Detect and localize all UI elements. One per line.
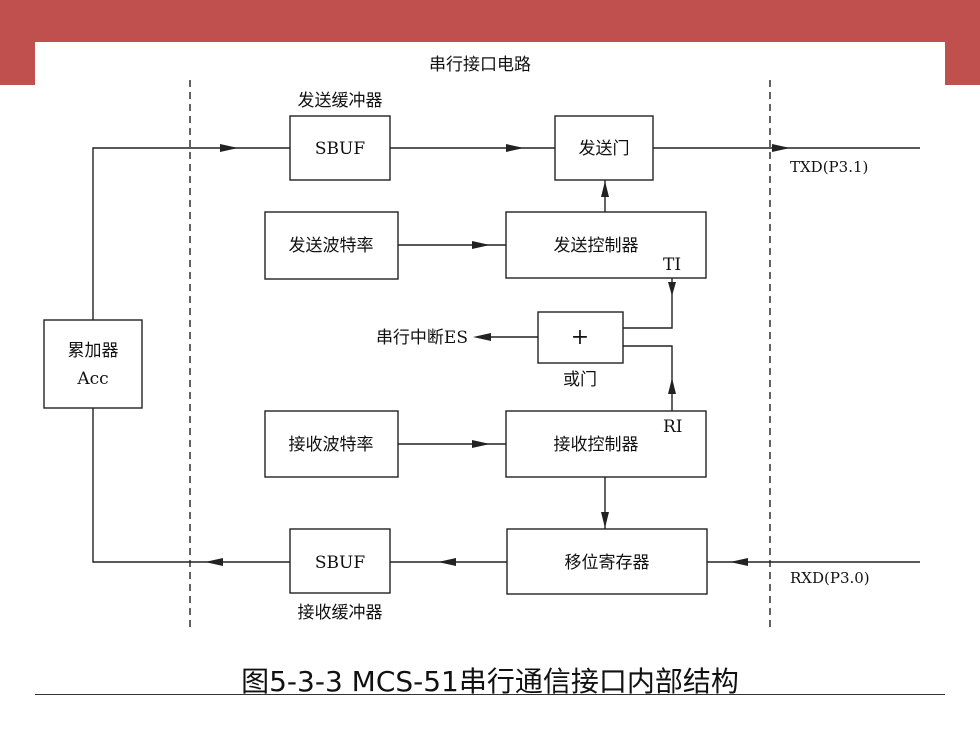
arrowhead bbox=[472, 241, 490, 249]
tx-controller-box bbox=[505, 211, 707, 279]
arrowhead bbox=[668, 282, 676, 296]
rx-buffer-title: 接收缓冲器 bbox=[298, 603, 383, 623]
shift-register-box bbox=[506, 528, 708, 595]
figure-caption: 图5-3-3 MCS-51串行通信接口内部结构 bbox=[241, 665, 739, 698]
arrowhead bbox=[205, 558, 223, 566]
or-gate-label: 或门 bbox=[563, 370, 597, 390]
ri-wire bbox=[623, 345, 673, 411]
rxd-label: RXD(P3.0) bbox=[790, 569, 870, 587]
shift-register-label: 移位寄存器 bbox=[565, 553, 650, 573]
tx-sbuf-label: SBUF bbox=[315, 139, 365, 159]
rx-sbuf-label: SBUF bbox=[315, 553, 365, 573]
region-title: 串行接口电路 bbox=[429, 55, 531, 75]
arrowhead bbox=[472, 440, 490, 448]
tx-baud-label: 发送波特率 bbox=[289, 236, 374, 256]
arrowhead bbox=[438, 558, 456, 566]
tx-gate-box bbox=[554, 115, 654, 181]
serial-interface-diagram: 串行接口电路 发送缓冲器 累加器 Acc SBUF 发送门 发送波特率 发送控制… bbox=[43, 55, 920, 632]
arrowhead bbox=[772, 144, 790, 152]
tx-controller-label: 发送控制器 bbox=[554, 236, 639, 256]
tx-gate-label: 发送门 bbox=[579, 139, 630, 159]
arrowhead bbox=[730, 558, 748, 566]
banner-notch bbox=[35, 42, 945, 85]
arrowhead bbox=[601, 181, 609, 197]
arrowhead bbox=[473, 333, 491, 341]
rx-sbuf-to-acc-wire bbox=[92, 408, 290, 563]
tx-buffer-title: 发送缓冲器 bbox=[298, 91, 383, 111]
arrowhead bbox=[506, 144, 524, 152]
serial-interrupt-label: 串行中断ES bbox=[376, 328, 468, 348]
or-gate-box bbox=[537, 311, 624, 364]
tx-sbuf-box bbox=[289, 115, 391, 181]
rx-baud-label: 接收波特率 bbox=[289, 435, 374, 455]
acc-to-tx-sbuf-wire bbox=[92, 147, 290, 320]
acc-label: 累加器 bbox=[68, 341, 119, 361]
caption-divider bbox=[35, 694, 945, 695]
rx-controller-box bbox=[505, 410, 707, 478]
arrowhead bbox=[601, 512, 609, 528]
rx-baud-box bbox=[264, 410, 399, 478]
ti-wire bbox=[623, 278, 673, 329]
acc-sublabel: Acc bbox=[76, 369, 108, 389]
or-gate-symbol: + bbox=[571, 325, 589, 350]
rx-sbuf-box bbox=[289, 528, 391, 594]
arrowhead bbox=[668, 378, 676, 394]
rx-controller-label: 接收控制器 bbox=[554, 435, 639, 455]
txd-label: TXD(P3.1) bbox=[790, 158, 868, 176]
ti-label: TI bbox=[663, 255, 681, 275]
tx-baud-box bbox=[264, 211, 399, 280]
arrowhead bbox=[220, 144, 238, 152]
accumulator-box bbox=[43, 319, 143, 409]
ri-label: RI bbox=[663, 417, 683, 437]
